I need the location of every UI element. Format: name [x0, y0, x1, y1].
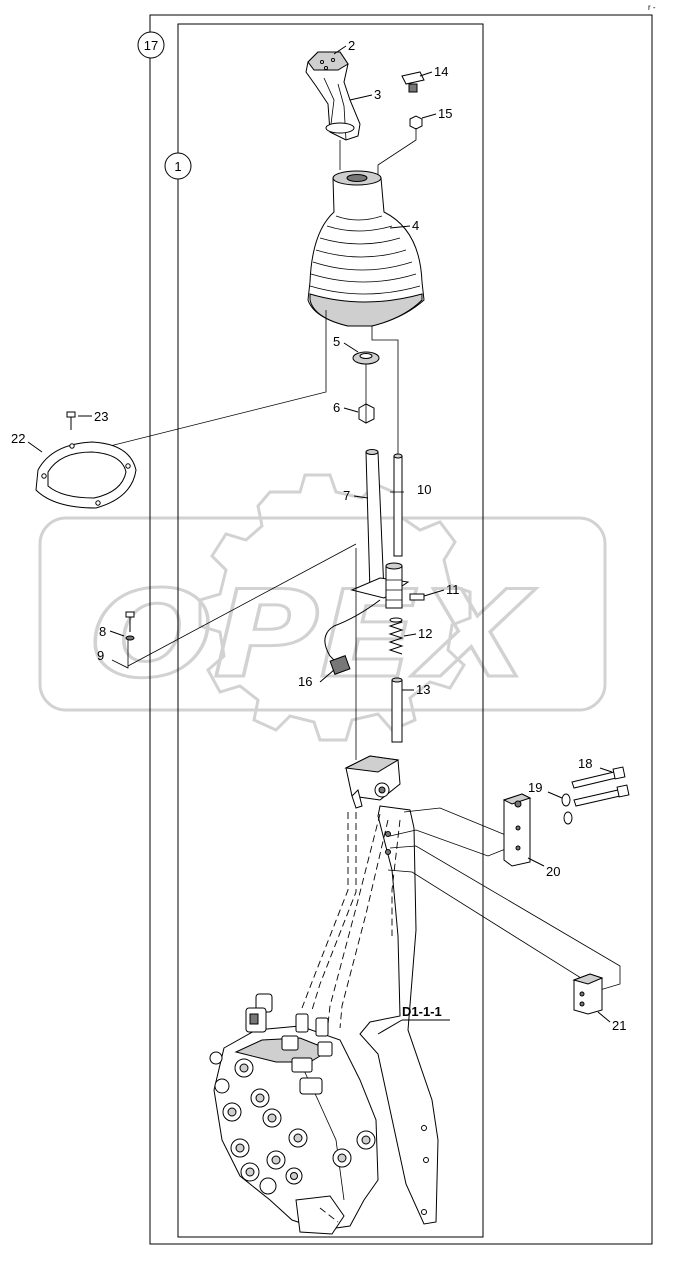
gasket-ring: [35, 441, 137, 509]
rubber-boot: [307, 170, 425, 327]
reference-text: D1-1-1: [402, 1004, 442, 1019]
assembly-marker-17-label: 17: [144, 38, 158, 53]
callout-4: 4: [412, 218, 419, 233]
inner-frame: [177, 23, 484, 1238]
small-nut: [409, 115, 423, 130]
callout-9: 9: [97, 648, 104, 663]
leader-4-10: [371, 326, 399, 456]
screw-23: [66, 411, 76, 430]
leader-14-15: [377, 128, 417, 196]
leader-4-22: [61, 310, 327, 459]
wire-harness: [324, 599, 381, 675]
callout-10: 10: [417, 482, 431, 497]
sensor-bracket: [350, 562, 425, 609]
joystick-handle: [305, 51, 361, 141]
callout-12: 12: [418, 626, 432, 641]
washer-5: [352, 351, 380, 365]
callout-15: 15: [438, 106, 452, 121]
leader-9: [111, 640, 129, 669]
callout-3: 3: [374, 87, 381, 102]
callout-6: 6: [333, 400, 340, 415]
watermark-frame: [38, 516, 607, 712]
callout-16: 16: [298, 674, 312, 689]
leader-21-a: [387, 845, 621, 991]
corner-mark: r -: [648, 3, 656, 12]
assembly-marker-1-label: 1: [174, 159, 181, 174]
screw-8: [125, 611, 135, 641]
callout-7: 7: [343, 488, 350, 503]
callout-8: 8: [99, 624, 106, 639]
lever-linkage: [301, 805, 439, 1225]
washers-19: [561, 793, 573, 825]
callout-5: 5: [333, 334, 340, 349]
callout-20: 20: [546, 864, 560, 879]
callout-18: 18: [578, 756, 592, 771]
lever-base-block: [344, 755, 401, 809]
callouts: 2 3 4 5 6 7 8 9 10 11 12 13 14 15 16 18 …: [11, 38, 626, 1033]
nut-6: [358, 403, 375, 424]
mount-plate-21: [572, 973, 604, 1015]
guide-pin: [391, 677, 403, 743]
callout-11: 11: [446, 582, 460, 597]
watermark: OPEX: [38, 473, 607, 742]
callout-14: 14: [434, 64, 448, 79]
assembly-marker-1: 1: [164, 152, 192, 180]
bolts-18: [571, 766, 630, 807]
outer-frame: [149, 14, 653, 1245]
spring: [388, 617, 404, 655]
callout-23: 23: [94, 409, 108, 424]
assembly-marker-17: 17: [137, 31, 165, 59]
callout-19: 19: [528, 780, 542, 795]
callout-22: 22: [11, 431, 25, 446]
callout-2: 2: [348, 38, 355, 53]
watermark-text: OPEX: [90, 566, 537, 705]
mount-block-20: [502, 793, 532, 867]
callout-21: 21: [612, 1018, 626, 1033]
lever-rod: [393, 453, 403, 557]
lever-sleeve: [365, 449, 385, 593]
leader-bracket-8: [127, 543, 357, 667]
switch-button: [401, 71, 425, 93]
callout-13: 13: [416, 682, 430, 697]
control-valve: [209, 993, 379, 1235]
reference-label: D1-1-1: [377, 1004, 450, 1035]
